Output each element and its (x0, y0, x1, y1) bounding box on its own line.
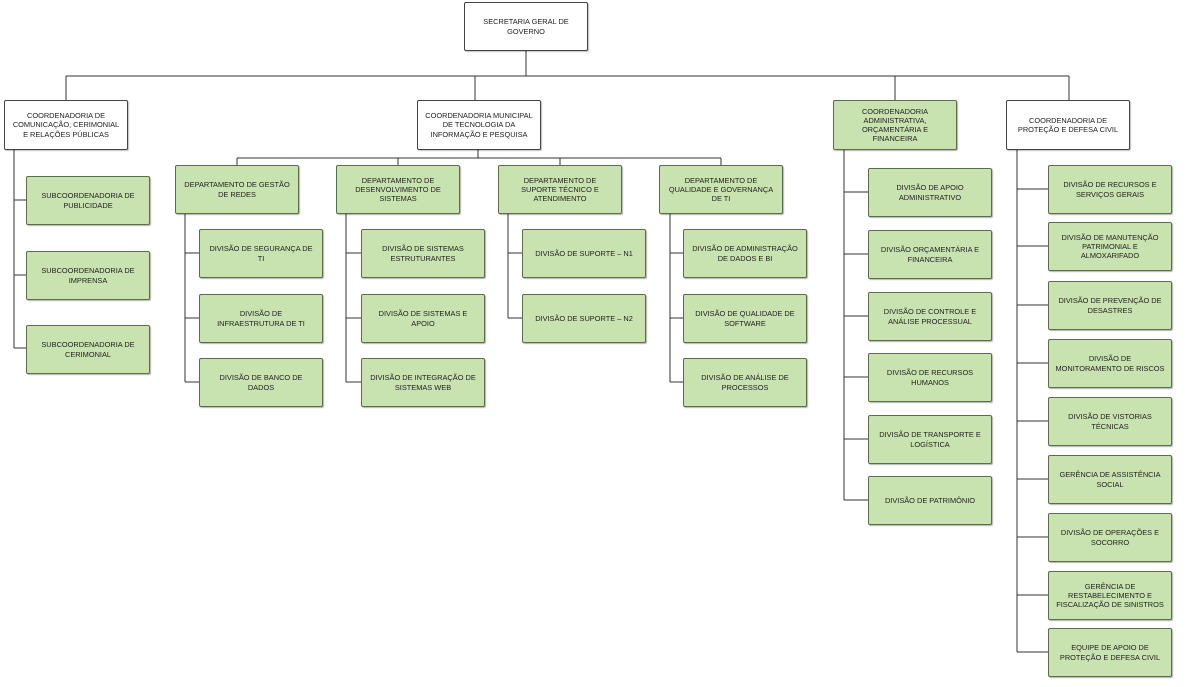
node-div-prevencao-desastres: DIVISÃO DE PREVENÇÃO DE DESASTRES (1048, 281, 1172, 330)
node-subcoord-cerimonial: SUBCOORDENADORIA DE CERIMONIAL (26, 325, 150, 374)
node-div-recursos-servicos: DIVISÃO DE RECURSOS E SERVIÇOS GERAIS (1048, 165, 1172, 214)
node-div-sistemas-estruturantes: DIVISÃO DE SISTEMAS ESTRUTURANTES (361, 229, 485, 278)
node-dept-qualidade-governanca: DEPARTAMENTO DE QUALIDADE E GOVERNANÇA D… (659, 165, 783, 214)
node-div-controle-processual: DIVISÃO DE CONTROLE E ANÁLISE PROCESSUAL (868, 292, 992, 341)
node-div-infraestrutura-ti: DIVISÃO DE INFRAESTRUTURA DE TI (199, 294, 323, 343)
node-div-suporte-n1: DIVISÃO DE SUPORTE – N1 (522, 229, 646, 278)
node-div-sistemas-apoio: DIVISÃO DE SISTEMAS E APOIO (361, 294, 485, 343)
node-subcoord-imprensa: SUBCOORDENADORIA DE IMPRENSA (26, 251, 150, 300)
node-div-analise-processos: DIVISÃO DE ANÁLISE DE PROCESSOS (683, 358, 807, 407)
node-div-patrimonio: DIVISÃO DE PATRIMÔNIO (868, 476, 992, 525)
node-gerencia-assistencia-social: GERÊNCIA DE ASSISTÊNCIA SOCIAL (1048, 455, 1172, 504)
node-div-suporte-n2: DIVISÃO DE SUPORTE – N2 (522, 294, 646, 343)
node-div-integracao-web: DIVISÃO DE INTEGRAÇÃO DE SISTEMAS WEB (361, 358, 485, 407)
node-div-qualidade-software: DIVISÃO DE QUALIDADE DE SOFTWARE (683, 294, 807, 343)
node-subcoord-publicidade: SUBCOORDENADORIA DE PUBLICIDADE (26, 176, 150, 225)
node-div-seguranca-ti: DIVISÃO DE SEGURANÇA DE TI (199, 229, 323, 278)
node-dept-suporte-tecnico: DEPARTAMENTO DE SUPORTE TÉCNICO E ATENDI… (498, 165, 622, 214)
node-div-operacoes-socorro: DIVISÃO DE OPERAÇÕES E SOCORRO (1048, 513, 1172, 562)
node-div-vistorias-tecnicas: DIVISÃO DE VISTORIAS TÉCNICAS (1048, 397, 1172, 446)
node-coord-administrativa: COORDENADORIA ADMINISTRATIVA, ORÇAMENTÁR… (833, 100, 957, 150)
node-coord-tecnologia: COORDENADORIA MUNICIPAL DE TECNOLOGIA DA… (417, 100, 541, 150)
node-dept-desenvolvimento: DEPARTAMENTO DE DESENVOLVIMENTO DE SISTE… (336, 165, 460, 214)
node-dept-gestao-redes: DEPARTAMENTO DE GESTÃO DE REDES (175, 165, 299, 214)
node-secretaria-geral: SECRETARIA GERAL DE GOVERNO (464, 2, 588, 51)
node-div-recursos-humanos: DIVISÃO DE RECURSOS HUMANOS (868, 353, 992, 402)
node-gerencia-restabelecimento: GERÊNCIA DE RESTABELECIMENTO E FISCALIZA… (1048, 571, 1172, 620)
node-div-transporte-logistica: DIVISÃO DE TRANSPORTE E LOGÍSTICA (868, 415, 992, 464)
node-div-banco-dados: DIVISÃO DE BANCO DE DADOS (199, 358, 323, 407)
node-coord-defesa-civil: COORDENADORIA DE PROTEÇÃO E DEFESA CIVIL (1006, 100, 1130, 150)
node-equipe-apoio-defesa-civil: EQUIPE DE APOIO DE PROTEÇÃO E DEFESA CIV… (1048, 628, 1172, 677)
node-div-orcamentaria: DIVISÃO ORÇAMENTÁRIA E FINANCEIRA (868, 230, 992, 279)
node-div-apoio-administrativo: DIVISÃO DE APOIO ADMINISTRATIVO (868, 168, 992, 217)
node-div-administracao-dados: DIVISÃO DE ADMINISTRAÇÃO DE DADOS E BI (683, 229, 807, 278)
node-div-monitoramento-riscos: DIVISÃO DE MONITORAMENTO DE RISCOS (1048, 339, 1172, 388)
node-div-manutencao-patrimonial: DIVISÃO DE MANUTENÇÃO PATRIMONIAL E ALMO… (1048, 222, 1172, 271)
node-coord-comunicacao: COORDENADORIA DE COMUNICAÇÃO, CERIMONIAL… (4, 100, 128, 150)
